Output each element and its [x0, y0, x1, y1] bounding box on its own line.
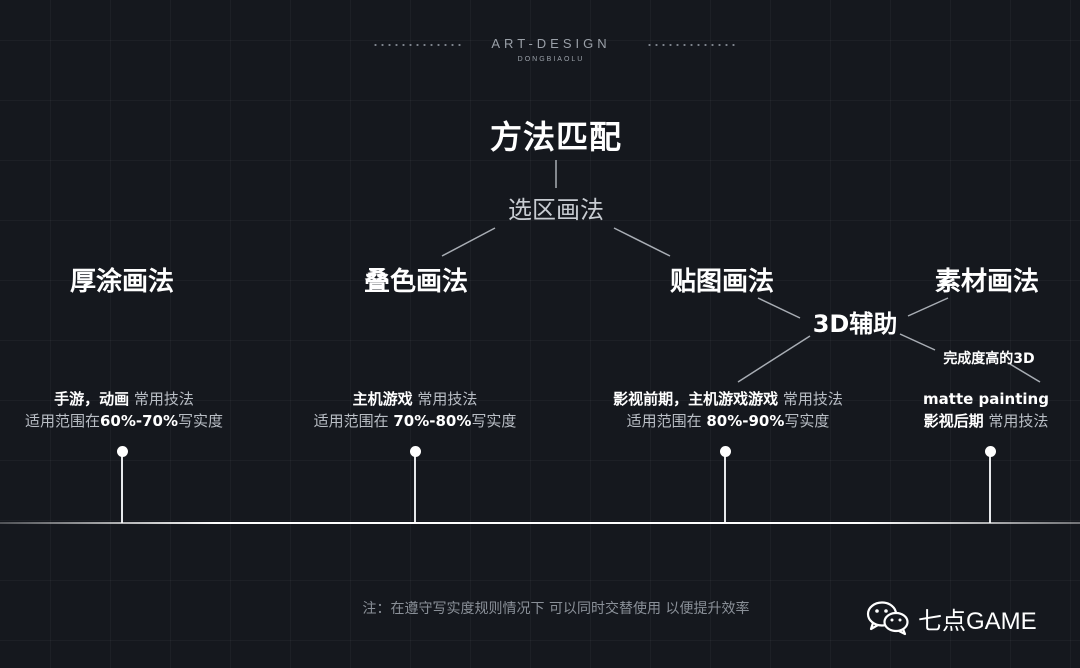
- connector-note-node-4: [1009, 363, 1041, 383]
- header-dots-left: [372, 44, 462, 46]
- desc-1-line2-post: 写实度: [178, 412, 224, 430]
- assist-note: 完成度高的3D: [943, 351, 1035, 367]
- desc-1-line2-pre: 适用范围在: [24, 412, 100, 430]
- method-desc-1: 手游，动画 常用技法 适用范围在60%-70%写实度: [25, 388, 223, 432]
- method-name-3: 贴图画法: [669, 267, 775, 297]
- desc-4-line2-rest: 常用技法: [983, 412, 1049, 430]
- method-desc-3: 影视前期，主机游戏游戏 常用技法 适用范围在 80%-90%写实度: [613, 388, 843, 432]
- timeline-node-4: [985, 446, 996, 457]
- main-title: 方法匹配: [489, 118, 623, 156]
- timeline-node-1: [117, 446, 128, 457]
- connector-method-3-assist: [757, 297, 801, 319]
- header-dots-right: [646, 44, 736, 46]
- desc-2-range: 70%-80%: [393, 412, 472, 430]
- timeline-stem-3: [724, 452, 726, 523]
- desc-2-line2-pre: 适用范围在: [313, 412, 394, 430]
- connector-assist-node-3: [737, 335, 811, 383]
- brand-title: ART-DESIGN: [491, 36, 611, 51]
- method-name-4: 素材画法: [934, 267, 1040, 297]
- desc-1-line1-bold: 手游，动画: [54, 390, 130, 408]
- timeline-node-3: [720, 446, 731, 457]
- timeline-axis: [0, 522, 1080, 524]
- timeline-stem-4: [989, 452, 991, 523]
- timeline-stem-2: [414, 452, 416, 523]
- desc-1-range: 60%-70%: [99, 412, 179, 430]
- brand-logo: 七点GAME: [866, 600, 1037, 636]
- connector-subtitle-method-2: [441, 227, 496, 257]
- assist-label: 3D辅助: [812, 310, 898, 338]
- method-desc-2: 主机游戏 常用技法 适用范围在 70%-80%写实度: [314, 388, 517, 432]
- connector-method-4-assist: [907, 297, 949, 317]
- method-name-1: 厚涂画法: [69, 267, 175, 297]
- connector-assist-note: [899, 333, 936, 351]
- wechat-icon: [866, 601, 909, 636]
- logo-text: 七点GAME: [918, 607, 1037, 635]
- brand-subtitle: DONGBIAOLU: [517, 56, 585, 63]
- connector-subtitle-method-3: [613, 227, 671, 257]
- desc-3-line1-rest: 常用技法: [778, 390, 843, 408]
- desc-3-line2-pre: 适用范围在: [626, 412, 707, 430]
- timeline-stem-1: [121, 452, 123, 523]
- method-name-2: 叠色画法: [363, 267, 469, 297]
- desc-3-line1-bold: 影视前期，主机游戏游戏: [613, 390, 779, 408]
- footnote: 注：在遵守写实度规则情况下 可以同时交替使用 以便提升效率: [362, 601, 750, 617]
- method-desc-4: matte painting 影视后期 常用技法: [923, 388, 1049, 432]
- desc-2-line1-bold: 主机游戏: [352, 390, 413, 408]
- timeline-node-2: [410, 446, 421, 457]
- desc-1-line1-rest: 常用技法: [129, 390, 194, 408]
- sub-title: 选区画法: [508, 196, 604, 224]
- desc-3-range: 80%-90%: [706, 412, 785, 430]
- desc-4-line2-bold: 影视后期: [923, 412, 984, 430]
- desc-3-line2-post: 写实度: [784, 412, 830, 430]
- desc-2-line1-rest: 常用技法: [412, 390, 478, 408]
- desc-2-line2-post: 写实度: [471, 412, 517, 430]
- desc-4-line1-bold: matte painting: [923, 390, 1049, 408]
